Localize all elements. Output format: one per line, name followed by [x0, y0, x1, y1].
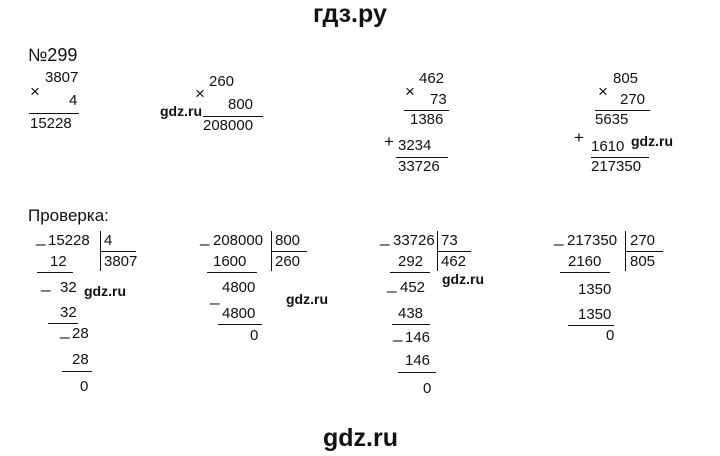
times-sign: × [30, 82, 40, 101]
line-2 [591, 157, 649, 158]
product: 217350 [591, 158, 642, 175]
footer-watermark: gdz.ru [323, 424, 398, 452]
minus-sign: _ [210, 286, 220, 305]
step: 292 [398, 253, 424, 270]
partial-2: 3234 [398, 137, 432, 154]
step-line [392, 324, 430, 325]
step: 1350 [578, 281, 612, 298]
plus-sign: + [574, 128, 584, 147]
step-line [48, 323, 78, 324]
step-line [560, 272, 610, 273]
watermark-text: gdz.ru [286, 291, 328, 307]
watermark-text: gdz.ru [442, 271, 484, 287]
watermark-text: gdz.ru [160, 103, 202, 119]
check-label: Проверка: [28, 206, 109, 225]
remainder: 0 [423, 380, 432, 397]
quotient-line [100, 251, 136, 252]
partial-1: 5635 [595, 111, 629, 128]
quotient-line [437, 251, 471, 252]
quotient-line [271, 251, 307, 252]
dividend: 33726 [393, 232, 435, 249]
divisor: 800 [275, 232, 301, 249]
times-sign: × [405, 82, 415, 101]
product: 33726 [398, 158, 440, 175]
partial-2: 1610 [591, 138, 625, 155]
step: 4800 [222, 305, 256, 322]
factor-a: 805 [613, 70, 639, 87]
step: 32 [60, 304, 77, 321]
step: 28 [72, 325, 89, 342]
step: 452 [400, 279, 426, 296]
times-sign: × [195, 84, 205, 103]
problem-number: №299 [28, 45, 78, 65]
step: 32 [60, 279, 77, 296]
divisor: 270 [630, 232, 656, 249]
watermark-text: gdz.ru [631, 133, 673, 149]
minus-sign: _ [36, 227, 46, 246]
site-title: гдз.ру [313, 0, 387, 28]
step: 28 [72, 351, 89, 368]
watermark-text: gdz.ru [84, 283, 126, 299]
step-line [218, 324, 262, 325]
step-line [207, 272, 257, 273]
step: 146 [405, 352, 431, 369]
divisor: 73 [441, 232, 458, 249]
step: 1600 [213, 253, 247, 270]
factor-a: 3807 [45, 69, 79, 86]
step-line [390, 272, 430, 273]
factor-b: 800 [228, 96, 254, 113]
step: 4800 [222, 279, 256, 296]
minus-sign: _ [60, 320, 70, 339]
step-line [62, 371, 92, 372]
quotient: 3807 [104, 253, 138, 270]
dividend: 15228 [48, 232, 90, 249]
quotient: 462 [441, 253, 467, 270]
times-sign: × [598, 82, 608, 101]
minus-sign: _ [387, 274, 397, 293]
product: 15228 [30, 115, 72, 132]
factor-b: 73 [430, 91, 447, 108]
plus-sign: + [384, 132, 394, 151]
step: 12 [50, 253, 67, 270]
factor-b: 270 [620, 91, 646, 108]
dividend: 217350 [567, 232, 618, 249]
factor-a: 462 [419, 70, 445, 87]
minus-sign: _ [393, 323, 403, 342]
quotient: 260 [275, 253, 301, 270]
line-2 [396, 157, 448, 158]
dividend: 208000 [213, 232, 264, 249]
divisor: 4 [104, 232, 113, 249]
result-line [29, 113, 79, 114]
line-1 [595, 110, 650, 111]
step: 2160 [568, 253, 602, 270]
remainder: 0 [250, 327, 259, 344]
minus-sign: _ [41, 273, 51, 292]
result-line [203, 116, 263, 117]
step-line [398, 372, 436, 373]
step: 1350 [578, 306, 612, 323]
step: 146 [405, 329, 431, 346]
factor-a: 260 [209, 73, 235, 90]
remainder: 0 [80, 378, 89, 395]
step-line [568, 325, 614, 326]
step: 438 [398, 305, 424, 322]
line-1 [404, 110, 449, 111]
quotient: 805 [630, 253, 656, 270]
step-line [37, 272, 73, 273]
minus-sign: _ [554, 227, 564, 246]
minus-sign: _ [380, 227, 390, 246]
remainder: 0 [606, 327, 615, 344]
partial-1: 1386 [410, 111, 444, 128]
minus-sign: _ [200, 227, 210, 246]
product: 208000 [203, 117, 254, 134]
quotient-line [625, 251, 663, 252]
factor-b: 4 [69, 92, 78, 109]
